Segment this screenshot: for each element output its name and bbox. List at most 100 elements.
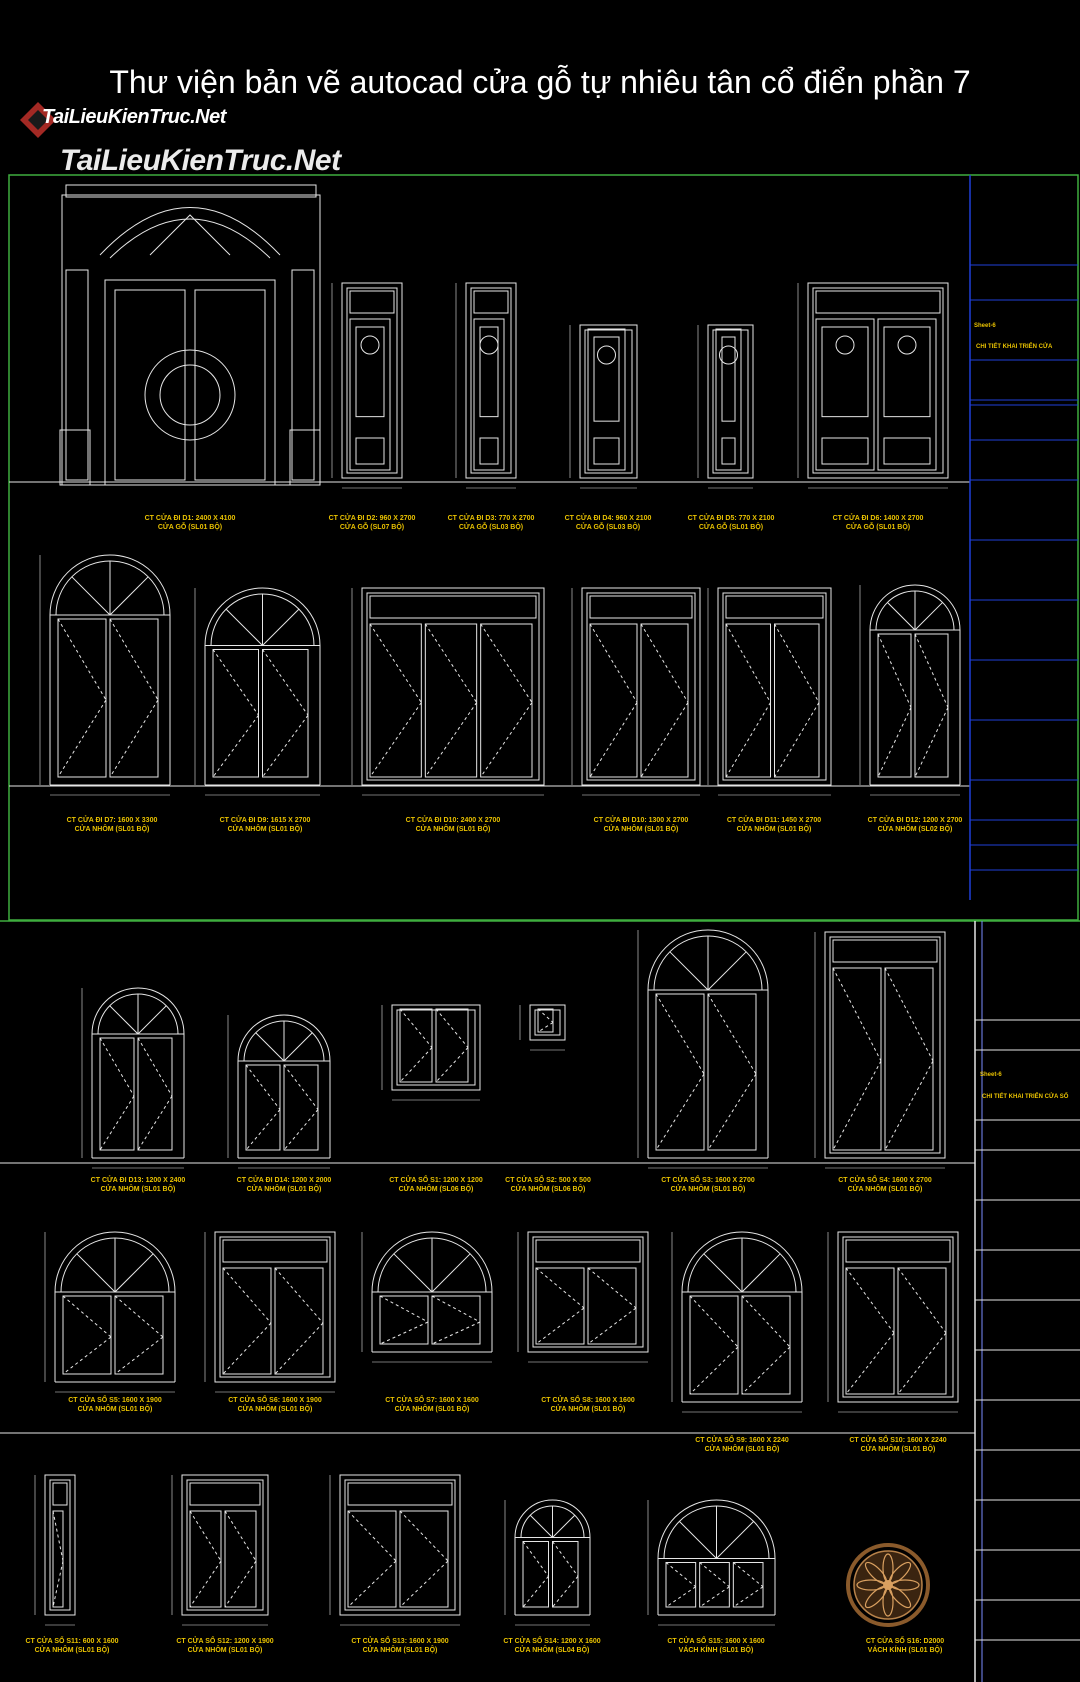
sheet1-row1-5-sublabel: CỬA GỖ (SL01 BỘ) bbox=[699, 522, 763, 531]
sheet2-row1-1-sublabel: CỬA NHÔM (SL01 BỘ) bbox=[101, 1184, 176, 1193]
sheet2-row2-5-label: CT CỬA SỔ S9: 1600 X 2240 bbox=[695, 1435, 789, 1444]
door-d10a bbox=[351, 587, 545, 796]
window-s5 bbox=[44, 1231, 176, 1393]
sheet1-row1-4-sublabel: CỬA GỖ (SL03 BỘ) bbox=[576, 522, 640, 531]
window-s10 bbox=[827, 1231, 959, 1413]
window-s16-rosette bbox=[846, 1543, 930, 1627]
sheet1-row1-3-label: CT CỬA ĐI D3: 770 X 2700 bbox=[448, 513, 535, 522]
sheet2-row2-3-sublabel: CỬA NHÔM (SL01 BỘ) bbox=[395, 1404, 470, 1413]
sheet2-row2-2-sublabel: CỬA NHÔM (SL01 BỘ) bbox=[238, 1404, 313, 1413]
window-s2 bbox=[519, 1004, 566, 1051]
sheet1-row1-3-sublabel: CỬA GỖ (SL03 BỘ) bbox=[459, 522, 523, 531]
sheet2-row1-4-label: CT CỬA SỔ S2: 500 X 500 bbox=[505, 1175, 591, 1184]
sheet2-title-block: Sheet-6 CHI TIẾT KHAI TRIỂN CỬA SỔ bbox=[974, 921, 1080, 1682]
page-title: Thư viện bản vẽ autocad cửa gỗ tự nhiêu … bbox=[109, 64, 971, 100]
door-d2 bbox=[331, 282, 403, 489]
sheet1-row1-2-sublabel: CỬA GỖ (SL07 BỘ) bbox=[340, 522, 404, 531]
window-s8 bbox=[517, 1231, 649, 1363]
sheet1-row1-6-sublabel: CỬA GỖ (SL01 BỘ) bbox=[846, 522, 910, 531]
sheet2-row3-4-label: CT CỬA SỔ S14: 1200 X 1600 bbox=[503, 1636, 600, 1645]
sheet2-row2-4-sublabel: CỬA NHÔM (SL01 BỘ) bbox=[551, 1404, 626, 1413]
sheet1-row1-1-sublabel: CỬA GỖ (SL01 BỘ) bbox=[158, 522, 222, 531]
sheet2-row1-5-label: CT CỬA SỔ S3: 1600 X 2700 bbox=[661, 1175, 755, 1184]
window-s12 bbox=[171, 1474, 269, 1626]
sheet1-row2-6-label: CT CỬA ĐI D12: 1200 X 2700 bbox=[868, 815, 963, 824]
sheet1-row2-5-label: CT CỬA ĐI D11: 1450 X 2700 bbox=[727, 815, 821, 824]
sheet2-row3-4-sublabel: CỬA NHÔM (SL04 BỘ) bbox=[515, 1645, 590, 1654]
sheet2-row3-3-label: CT CỬA SỔ S13: 1600 X 1900 bbox=[351, 1636, 448, 1645]
sheet2-row2-1-sublabel: CỬA NHÔM (SL01 BỘ) bbox=[78, 1404, 153, 1413]
sheet2-row1-3-sublabel: CỬA NHÔM (SL06 BỘ) bbox=[399, 1184, 474, 1193]
sheet2-row3-1-label: CT CỬA SỔ S11: 600 X 1600 bbox=[25, 1636, 118, 1645]
sheet1-row2-4-label: CT CỬA ĐI D10: 1300 X 2700 bbox=[594, 815, 689, 824]
sheet1-row1-5-label: CT CỬA ĐI D5: 770 X 2100 bbox=[688, 513, 775, 522]
sheet2-row3-6-sublabel: VÁCH KÍNH (SL01 BỘ) bbox=[868, 1645, 943, 1654]
sheet2-row2-3-label: CT CỬA SỔ S7: 1600 X 1600 bbox=[385, 1395, 479, 1404]
sheet1-row2-2-label: CT CỬA ĐI D9: 1615 X 2700 bbox=[220, 815, 311, 824]
sheet2-row1-1-label: CT CỬA ĐI D13: 1200 X 2400 bbox=[91, 1175, 186, 1184]
sheet1-row1-4-label: CT CỬA ĐI D4: 960 X 2100 bbox=[565, 513, 652, 522]
door-d6 bbox=[797, 282, 949, 489]
door-d1-ornate bbox=[59, 184, 321, 486]
sheet1-tb-text: CHI TIẾT KHAI TRIỂN CỬA bbox=[976, 343, 1053, 350]
door-d11 bbox=[707, 587, 832, 796]
sheet1-row2-1-label: CT CỬA ĐI D7: 1600 X 3300 bbox=[67, 815, 158, 824]
sheet2-row3-3-sublabel: CỬA NHÔM (SL01 BỘ) bbox=[363, 1645, 438, 1654]
window-s3 bbox=[637, 929, 769, 1169]
sheet1-row2-3-sublabel: CỬA NHÔM (SL01 BỘ) bbox=[416, 824, 491, 833]
sheet2-row3-1-sublabel: CỬA NHÔM (SL01 BỘ) bbox=[35, 1645, 110, 1654]
sheet1-row2-5-sublabel: CỬA NHÔM (SL01 BỘ) bbox=[737, 824, 812, 833]
door-d10b bbox=[571, 587, 701, 796]
sheet2-tb-text: CHI TIẾT KHAI TRIỂN CỬA SỔ bbox=[982, 1093, 1069, 1100]
sheet2-row2-4-label: CT CỬA SỔ S8: 1600 X 1600 bbox=[541, 1395, 635, 1404]
watermark-large: TaiLieuKienTruc.Net bbox=[60, 144, 341, 177]
sheet1-row2-6-sublabel: CỬA NHÔM (SL02 BỘ) bbox=[878, 824, 953, 833]
window-s14 bbox=[504, 1499, 591, 1626]
sheet2-row1-6-label: CT CỬA SỔ S4: 1600 X 2700 bbox=[838, 1175, 932, 1184]
window-s15 bbox=[647, 1499, 776, 1626]
sheet2-row1-2-sublabel: CỬA NHÔM (SL01 BỘ) bbox=[247, 1184, 322, 1193]
sheet1-title-block: Sheet-6 CHI TIẾT KHAI TRIỂN CỬA bbox=[969, 175, 1078, 900]
window-s13 bbox=[329, 1474, 461, 1626]
sheet1-row1-2-label: CT CỬA ĐI D2: 960 X 2700 bbox=[329, 513, 416, 522]
sheet1-row1-1-label: CT CỬA ĐI D1: 2400 X 4100 bbox=[145, 513, 236, 522]
sheet2-tb-tag: Sheet-6 bbox=[980, 1072, 1002, 1078]
sheet2-row1-5-sublabel: CỬA NHÔM (SL01 BỘ) bbox=[671, 1184, 746, 1193]
sheet2-row1-2-label: CT CỬA ĐI D14: 1200 X 2000 bbox=[237, 1175, 332, 1184]
sheet2-row3-6-label: CT CỬA SỔ S16: D2000 bbox=[866, 1636, 944, 1645]
sheet2-row1-4-sublabel: CỬA NHÔM (SL06 BỘ) bbox=[511, 1184, 586, 1193]
watermark-small: TaiLieuKienTruc.Net bbox=[42, 106, 226, 128]
sheet1-row2-2-sublabel: CỬA NHÔM (SL01 BỘ) bbox=[228, 824, 303, 833]
sheet2-row2-6-label: CT CỬA SỔ S10: 1600 X 2240 bbox=[849, 1435, 946, 1444]
window-s4 bbox=[814, 931, 946, 1169]
sheet1-row2-3-label: CT CỬA ĐI D10: 2400 X 2700 bbox=[406, 815, 501, 824]
door-d13 bbox=[81, 987, 185, 1169]
door-d3 bbox=[455, 282, 517, 489]
sheet1-row2-1-sublabel: CỬA NHÔM (SL01 BỘ) bbox=[75, 824, 150, 833]
sheet1-row2-4-sublabel: CỬA NHÔM (SL01 BỘ) bbox=[604, 824, 679, 833]
door-d7 bbox=[39, 554, 171, 796]
sheet2-row2-5-sublabel: CỬA NHÔM (SL01 BỘ) bbox=[705, 1444, 780, 1453]
sheet2-row3-5-sublabel: VÁCH KÍNH (SL01 BỘ) bbox=[679, 1645, 754, 1654]
watermark-logo-icon bbox=[20, 102, 56, 138]
sheet2-row3-2-label: CT CỬA SỔ S12: 1200 X 1900 bbox=[176, 1636, 273, 1645]
sheet2-row2-1-label: CT CỬA SỔ S5: 1600 X 1900 bbox=[68, 1395, 162, 1404]
sheet2-row2-6-sublabel: CỬA NHÔM (SL01 BỘ) bbox=[861, 1444, 936, 1453]
sheet1-frame bbox=[8, 174, 1079, 921]
window-s1 bbox=[381, 1004, 481, 1101]
window-s7 bbox=[361, 1231, 493, 1363]
sheet2-row1-6-sublabel: CỬA NHÔM (SL01 BỘ) bbox=[848, 1184, 923, 1193]
sheet2-row2-2-label: CT CỬA SỔ S6: 1600 X 1900 bbox=[228, 1395, 322, 1404]
door-d5 bbox=[697, 324, 754, 489]
door-d14 bbox=[227, 1014, 331, 1169]
door-d4 bbox=[569, 324, 638, 489]
door-d9 bbox=[194, 587, 321, 796]
sheet2-row3-5-label: CT CỬA SỔ S15: 1600 X 1600 bbox=[667, 1636, 764, 1645]
window-s6 bbox=[204, 1231, 336, 1393]
window-s9 bbox=[671, 1231, 803, 1413]
window-s11 bbox=[34, 1474, 76, 1626]
sheet2-row3-2-sublabel: CỬA NHÔM (SL01 BỘ) bbox=[188, 1645, 263, 1654]
sheet2-row1-3-label: CT CỬA SỔ S1: 1200 X 1200 bbox=[389, 1175, 483, 1184]
sheet1-row1-6-label: CT CỬA ĐI D6: 1400 X 2700 bbox=[833, 513, 924, 522]
